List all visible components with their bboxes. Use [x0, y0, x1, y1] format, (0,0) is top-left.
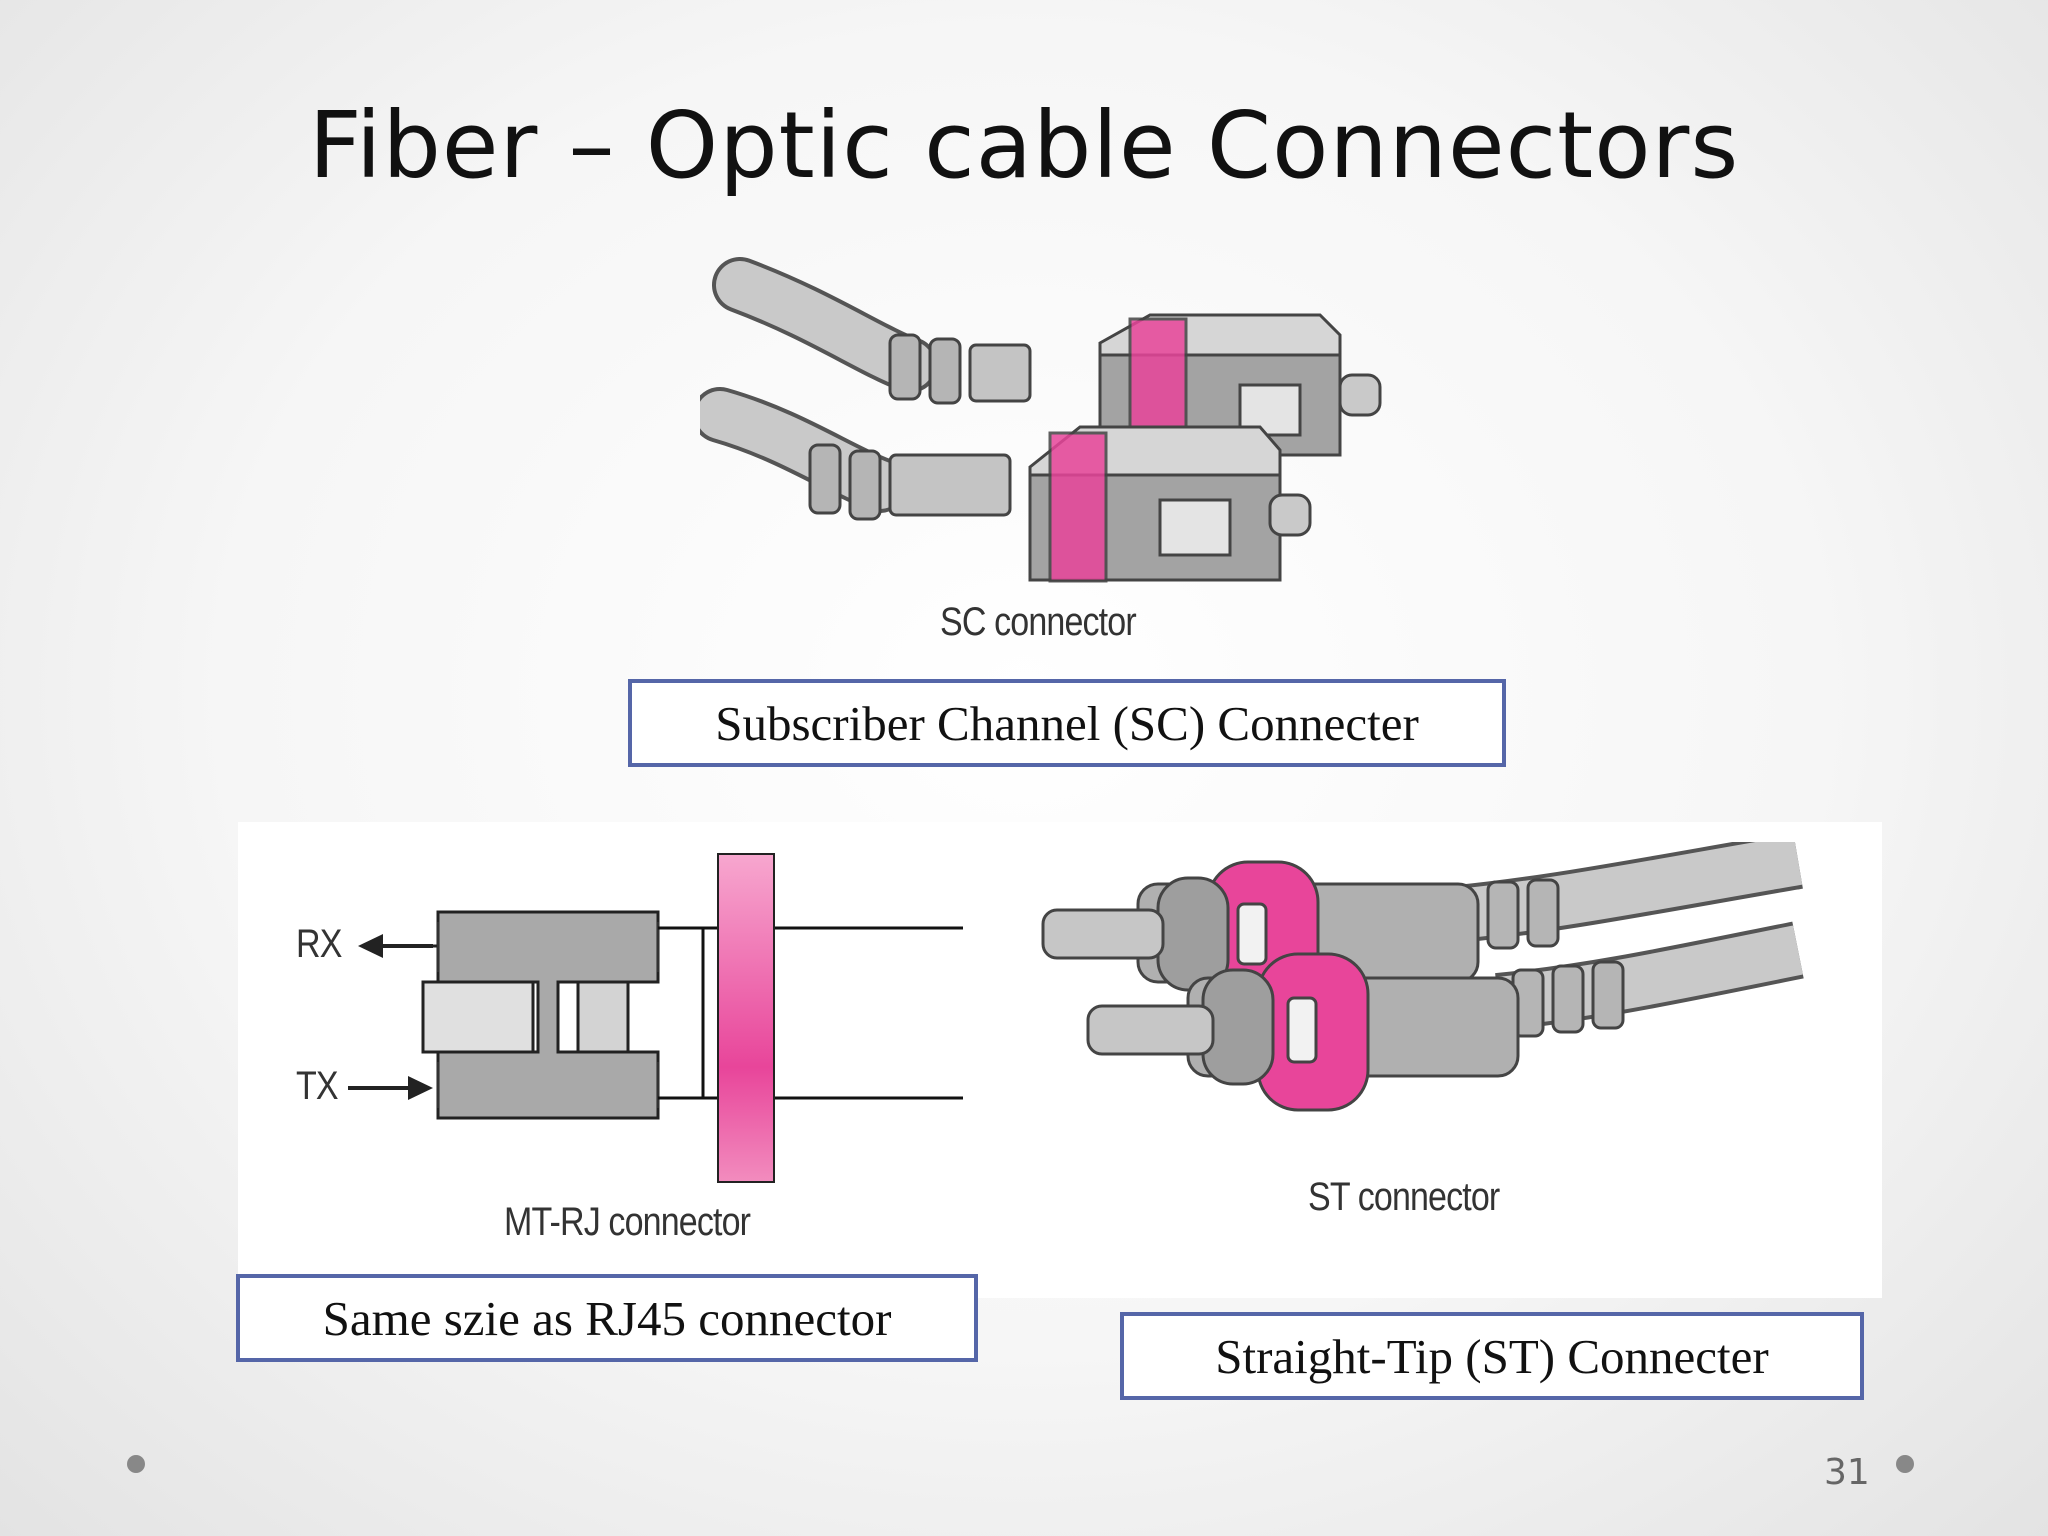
slide-dot-left: [127, 1455, 145, 1473]
mtrj-connector-label: MT-RJ connector: [504, 1200, 751, 1244]
st-connector-illustration: [1041, 842, 1804, 1112]
mtrj-rx-label: RX: [296, 922, 342, 966]
sc-connector-label: SC connector: [940, 600, 1137, 644]
page-number: 31: [1824, 1452, 1870, 1493]
st-connector-label: ST connector: [1308, 1175, 1500, 1219]
mtrj-tx-label: TX: [296, 1064, 339, 1108]
sc-connector-illustration: [700, 257, 1382, 583]
mtrj-st-figure-panel: RX TX MT-RJ connector: [238, 822, 1882, 1298]
sc-caption: Subscriber Channel (SC) Connecter: [628, 679, 1506, 767]
sc-connector-figure: [700, 255, 1400, 655]
st-caption: Straight-Tip (ST) Connecter: [1120, 1312, 1864, 1400]
mtrj-connector-illustration: [348, 853, 963, 1183]
mtrj-caption: Same szie as RJ45 connector: [236, 1274, 978, 1362]
slide-dot-right: [1896, 1455, 1914, 1473]
slide-title: Fiber – Optic cable Connectors: [308, 92, 1740, 199]
